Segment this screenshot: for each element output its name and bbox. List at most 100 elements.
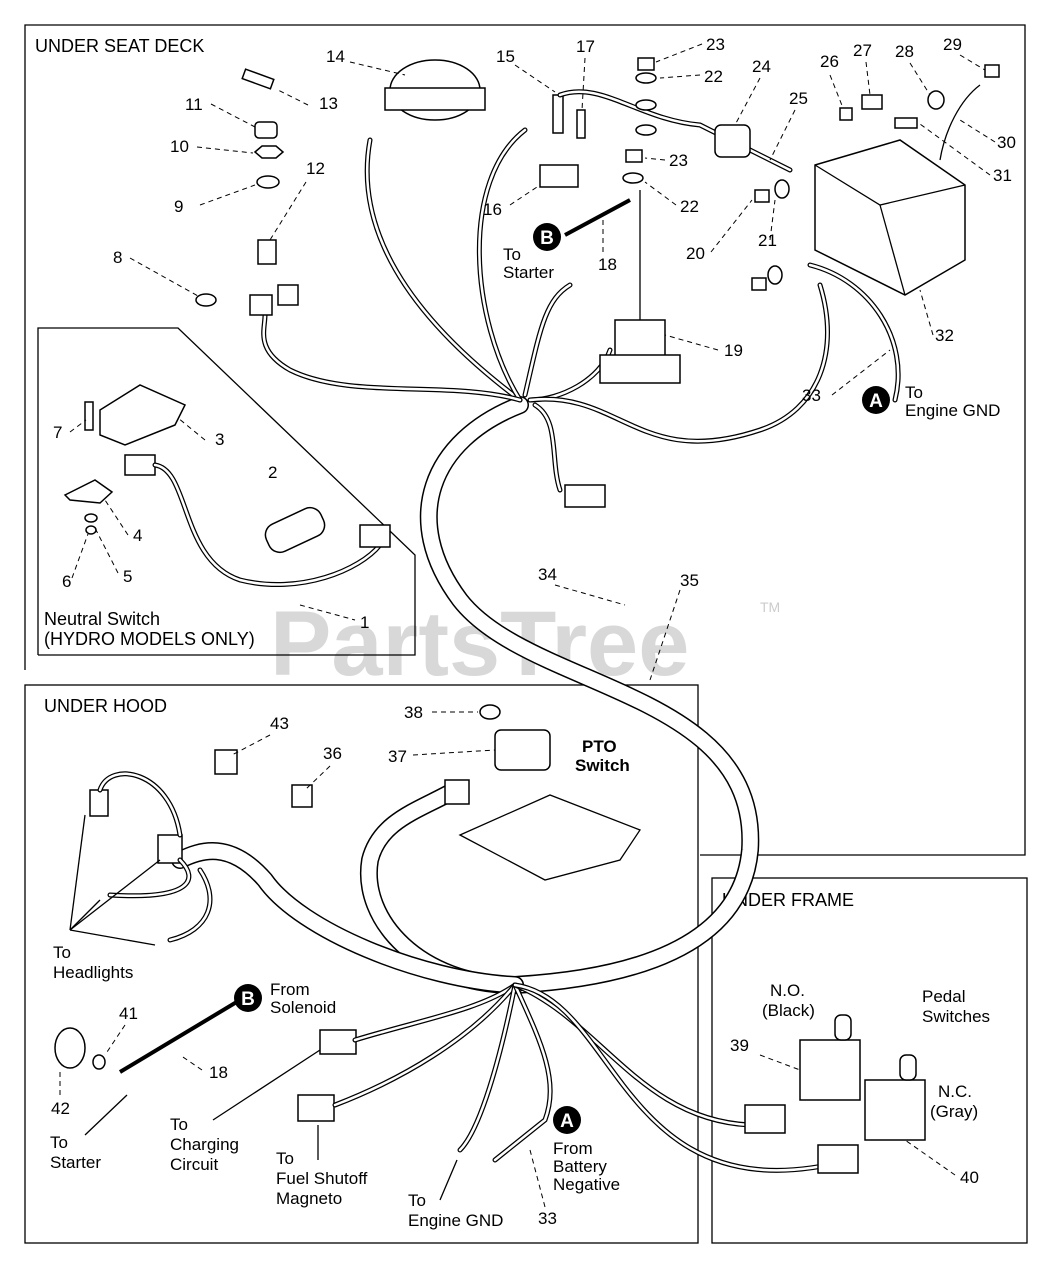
no-label-1: N.O. bbox=[770, 981, 805, 1000]
to-engine-gnd-bottom-2: Engine GND bbox=[408, 1211, 503, 1230]
label-31: 31 bbox=[993, 166, 1012, 185]
label-22b: 22 bbox=[680, 197, 699, 216]
to-fuel-3: Magneto bbox=[276, 1189, 342, 1208]
label-1: 1 bbox=[360, 613, 369, 632]
parts-upper bbox=[195, 57, 1000, 384]
label-11: 11 bbox=[185, 95, 203, 114]
pto-switch-2: Switch bbox=[575, 756, 630, 775]
upper-harness-branches bbox=[261, 127, 901, 493]
label-23b: 23 bbox=[669, 151, 688, 170]
label-30: 30 bbox=[997, 133, 1016, 152]
label-29: 29 bbox=[943, 35, 962, 54]
label-35: 35 bbox=[680, 571, 699, 590]
part-10 bbox=[253, 145, 285, 159]
part-8 bbox=[195, 293, 217, 307]
from-battery-1: From bbox=[553, 1139, 593, 1158]
label-43: 43 bbox=[270, 714, 289, 733]
to-starter-top-2: Starter bbox=[503, 263, 554, 282]
headlight-connector-2 bbox=[157, 834, 183, 864]
marker-b-top: B bbox=[533, 223, 561, 251]
label-19: 19 bbox=[724, 341, 743, 360]
label-20: 20 bbox=[686, 244, 705, 263]
to-starter-top-1: To bbox=[503, 245, 521, 264]
to-fuel-1: To bbox=[276, 1149, 294, 1168]
label-26: 26 bbox=[820, 52, 839, 71]
no-label-2: (Black) bbox=[762, 1001, 815, 1020]
part-43 bbox=[214, 749, 238, 775]
to-starter-bottom-2: Starter bbox=[50, 1153, 101, 1172]
part-21 bbox=[774, 179, 790, 199]
main-harness bbox=[171, 396, 760, 994]
to-headlights-2: Headlights bbox=[53, 963, 133, 982]
label-36: 36 bbox=[323, 744, 342, 763]
pto-switch-1: PTO bbox=[582, 737, 617, 756]
part-18b bbox=[118, 998, 242, 1074]
battery-part bbox=[814, 139, 966, 296]
pto-bracket bbox=[458, 794, 641, 881]
nc-label-2: (Gray) bbox=[930, 1102, 978, 1121]
part-31 bbox=[894, 117, 918, 129]
label-24: 24 bbox=[752, 57, 771, 76]
label-17: 17 bbox=[576, 37, 595, 56]
part-30 bbox=[939, 84, 981, 161]
pedal-label-1: Pedal bbox=[922, 987, 965, 1006]
part-7-screw bbox=[84, 401, 94, 431]
part-number-labels: 1 2 3 4 5 6 7 8 9 10 11 12 13 14 15 16 1… bbox=[51, 35, 1016, 1228]
label-14: 14 bbox=[326, 47, 345, 66]
part-22 bbox=[635, 72, 657, 84]
pto-connector bbox=[444, 779, 470, 805]
fuel-connector bbox=[297, 1094, 335, 1122]
plug-12 bbox=[249, 294, 273, 316]
label-18b: 18 bbox=[209, 1063, 228, 1082]
label-15: 15 bbox=[496, 47, 515, 66]
label-3: 3 bbox=[215, 430, 224, 449]
under-seat-deck-frame bbox=[24, 24, 1026, 856]
part-3-bracket bbox=[99, 384, 187, 446]
headlight-connector-1 bbox=[89, 789, 109, 817]
label-42: 42 bbox=[51, 1099, 70, 1118]
label-37: 37 bbox=[388, 747, 407, 766]
part-39-no-switch bbox=[799, 1039, 861, 1101]
part-24 bbox=[714, 124, 751, 158]
label-38: 38 bbox=[404, 703, 423, 722]
svg-text:A: A bbox=[869, 391, 883, 412]
to-charging-3: Circuit bbox=[170, 1155, 218, 1174]
label-16: 16 bbox=[483, 200, 502, 219]
marker-a-top: A bbox=[862, 386, 890, 414]
marker-b-bottom: B bbox=[234, 984, 262, 1012]
to-charging-1: To bbox=[170, 1115, 188, 1134]
label-33: 33 bbox=[802, 386, 821, 405]
label-27: 27 bbox=[853, 41, 872, 60]
under-seat-deck-title: UNDER SEAT DECK bbox=[35, 36, 204, 56]
label-23: 23 bbox=[706, 35, 725, 54]
label-32: 32 bbox=[935, 326, 954, 345]
part-23 bbox=[637, 57, 655, 71]
label-2: 2 bbox=[268, 463, 277, 482]
nc-pedal-connector bbox=[817, 1144, 859, 1174]
part-6-nut bbox=[85, 525, 97, 535]
label-39: 39 bbox=[730, 1036, 749, 1055]
to-fuel-2: Fuel Shutoff bbox=[276, 1169, 368, 1188]
under-frame-frame bbox=[711, 877, 1028, 1244]
marker-a-bottom: A bbox=[553, 1106, 581, 1134]
label-25: 25 bbox=[789, 89, 808, 108]
label-6: 6 bbox=[62, 572, 71, 591]
to-engine-gnd-top-2: Engine GND bbox=[905, 401, 1000, 420]
part-4-switch bbox=[63, 479, 114, 504]
part-42 bbox=[54, 1027, 86, 1069]
part-40-nc-switch bbox=[864, 1079, 926, 1141]
under-hood-title: UNDER HOOD bbox=[44, 696, 167, 716]
part-41 bbox=[92, 1054, 106, 1070]
part-26 bbox=[839, 107, 853, 121]
part-17 bbox=[576, 109, 586, 139]
part-2-cover bbox=[264, 506, 326, 554]
no-pedal-connector bbox=[744, 1104, 786, 1134]
neutral-switch-subtitle: (HYDRO MODELS ONLY) bbox=[44, 629, 255, 649]
part-38 bbox=[479, 704, 501, 720]
part-20 bbox=[754, 189, 770, 203]
part-9 bbox=[256, 175, 280, 189]
label-7: 7 bbox=[53, 423, 62, 442]
label-18: 18 bbox=[598, 255, 617, 274]
neutral-switch-parts bbox=[63, 384, 606, 587]
